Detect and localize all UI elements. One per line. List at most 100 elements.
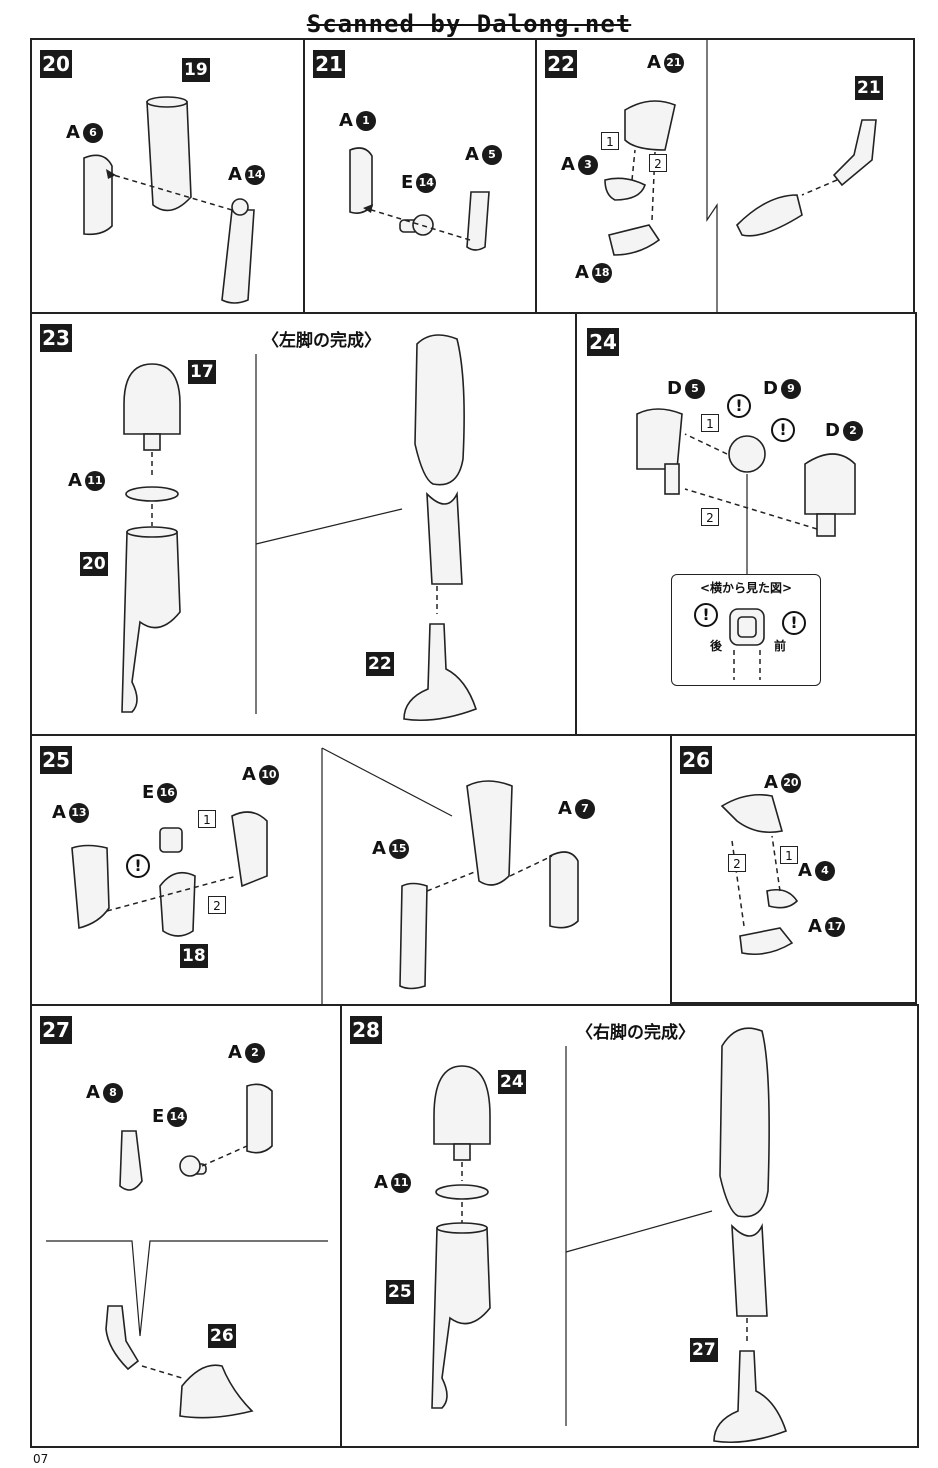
runner-letter: A: [228, 1042, 242, 1063]
part-label-19: 19: [182, 58, 210, 82]
order-marker-1: 1: [780, 846, 798, 864]
runner-letter: D: [667, 378, 682, 399]
order-marker-2: 2: [728, 854, 746, 872]
step-20-illustration: [83, 96, 255, 304]
part-number: 6: [82, 122, 103, 143]
part-label-18: 18: [180, 944, 208, 968]
runner-letter: A: [561, 154, 575, 175]
order-marker-1: 1: [601, 132, 619, 150]
order-marker-1: 1: [701, 414, 719, 432]
order-marker-2: 2: [208, 896, 226, 914]
caution-icon: !: [727, 394, 751, 418]
part-number: 9: [780, 378, 801, 399]
front-label: 前: [774, 639, 787, 653]
step-number: 22: [545, 50, 577, 78]
part-number: 14: [167, 1106, 188, 1127]
step-23-illustration: [121, 334, 478, 722]
caution-icon: !: [782, 611, 806, 635]
step-26-illustration: [720, 793, 799, 956]
part-number: 7: [574, 798, 595, 819]
right-leg-complete-caption: 〈右脚の完成〉: [576, 1023, 695, 1043]
runner-letter: A: [647, 52, 661, 73]
part-label-26: 26: [208, 1324, 236, 1348]
side-view-title: <横から見た図>: [699, 581, 793, 595]
part-number: 11: [390, 1172, 411, 1193]
step-25-illustration: [71, 747, 579, 1004]
part-number: 1: [355, 110, 376, 131]
step-number: 20: [40, 50, 72, 78]
runner-letter: A: [575, 262, 589, 283]
left-leg-complete-caption: 〈左脚の完成〉: [262, 331, 381, 351]
order-marker-1: 1: [198, 810, 216, 828]
step-number: 27: [40, 1016, 72, 1044]
runner-letter: A: [465, 144, 479, 165]
part-label-20: 20: [80, 552, 108, 576]
part-label-21: 21: [855, 76, 883, 100]
runner-letter: A: [339, 110, 353, 131]
step-24-illustration: [636, 408, 856, 584]
runner-letter: A: [228, 164, 242, 185]
part-label-27: 27: [690, 1338, 718, 1362]
step-number: 26: [680, 746, 712, 774]
part-number: 13: [68, 802, 89, 823]
runner-letter: E: [142, 782, 155, 803]
step-number: 23: [40, 324, 72, 352]
runner-letter: D: [763, 378, 778, 399]
part-number: 3: [577, 154, 598, 175]
side-view-illustration: [729, 608, 765, 680]
runner-letter: A: [374, 1172, 388, 1193]
step-number: 28: [350, 1016, 382, 1044]
step-22-illustration: [604, 40, 877, 312]
step-28-illustration: [431, 1027, 788, 1444]
part-number: 15: [388, 838, 409, 859]
caution-icon: !: [771, 418, 795, 442]
runner-letter: D: [825, 420, 840, 441]
runner-letter: E: [401, 172, 414, 193]
part-number: 5: [481, 144, 502, 165]
part-number: 14: [416, 172, 437, 193]
runner-letter: E: [152, 1106, 165, 1127]
runner-letter: A: [372, 838, 386, 859]
part-label-22: 22: [366, 652, 394, 676]
part-number: 17: [824, 916, 845, 937]
step-number: 25: [40, 746, 72, 774]
runner-letter: A: [764, 772, 778, 793]
runner-letter: A: [558, 798, 572, 819]
part-number: 11: [84, 470, 105, 491]
runner-letter: A: [808, 916, 822, 937]
order-marker-2: 2: [649, 154, 667, 172]
part-number: 20: [780, 772, 801, 793]
caution-icon: !: [694, 603, 718, 627]
caution-icon: !: [126, 854, 150, 878]
part-number: 21: [663, 52, 684, 73]
part-number: 2: [244, 1042, 265, 1063]
page-number: 07: [33, 1452, 49, 1466]
part-number: 16: [157, 782, 178, 803]
